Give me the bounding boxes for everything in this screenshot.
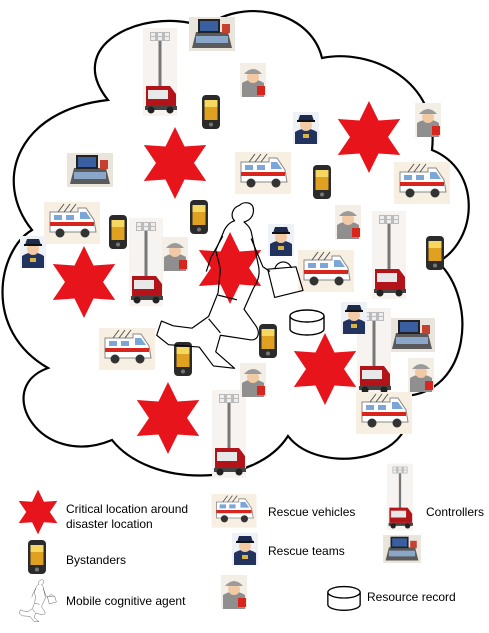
rescue-vehicle-icon [234, 151, 292, 195]
rescue-vehicle-icon [297, 249, 355, 293]
critical-location-star [143, 127, 207, 199]
legend-bystanders-label: Bystanders [66, 553, 127, 567]
bystander-phone-icon [426, 236, 444, 270]
legend-critical-location-icon [18, 489, 58, 535]
bystander-phone-icon [259, 324, 277, 358]
legend-bystander-icon [28, 540, 46, 574]
legend-controllers-label: Controllers [426, 505, 485, 519]
rescue-vehicle-icon [355, 391, 413, 435]
firefighter-icon [408, 358, 434, 392]
command-console-icon [389, 318, 435, 352]
bystander-phone-icon [190, 200, 208, 234]
legend-agent-icon [19, 579, 57, 622]
legend-rescue-vehicles-label: Rescue vehicles [268, 505, 356, 519]
firefighter-icon [415, 103, 441, 137]
firefighter-icon [335, 205, 361, 239]
bystander-phone-icon [174, 342, 192, 376]
legend-rescue-vehicle-icon [211, 493, 257, 528]
rescue-vehicle-icon [98, 327, 156, 371]
bystander-phone-icon [313, 165, 331, 199]
command-console-icon [189, 17, 235, 51]
legend-light-tower-icon [387, 463, 413, 531]
police-officer-icon [268, 224, 294, 256]
rescue-vehicle-icon [43, 201, 101, 245]
light-tower-truck-icon [212, 390, 246, 478]
firefighter-icon [240, 363, 266, 397]
bystander-phone-icon [202, 95, 220, 129]
legend-firefighter-icon [221, 575, 247, 609]
firefighter-icon [240, 63, 266, 97]
police-officer-icon [293, 112, 319, 144]
police-officer-icon [20, 236, 46, 268]
critical-location-star [198, 232, 262, 304]
light-tower-truck-icon [372, 211, 406, 299]
legend-resource-record-label: Resource record [367, 590, 456, 604]
legend-mobile-agent-label: Mobile cognitive agent [66, 594, 186, 608]
police-officer-icon [341, 302, 367, 334]
light-tower-truck-icon [129, 218, 163, 306]
legend-resource-record-icon [327, 585, 361, 612]
critical-location-star [337, 101, 401, 173]
critical-location-star [52, 246, 116, 318]
rescue-vehicle-icon [393, 161, 451, 205]
critical-location-star [293, 333, 357, 405]
bystander-phone-icon [109, 215, 127, 249]
critical-location-star [136, 382, 200, 454]
legend-rescue-teams-label: Rescue teams [268, 544, 345, 558]
legend-console-icon [383, 535, 421, 563]
resource-record-icon [289, 309, 325, 336]
legend-police-icon [232, 533, 258, 565]
light-tower-truck-icon [143, 28, 177, 116]
command-console-icon [67, 153, 113, 187]
legend-critical-location-label: Critical location around disaster locati… [66, 502, 189, 531]
firefighter-icon [162, 237, 188, 271]
